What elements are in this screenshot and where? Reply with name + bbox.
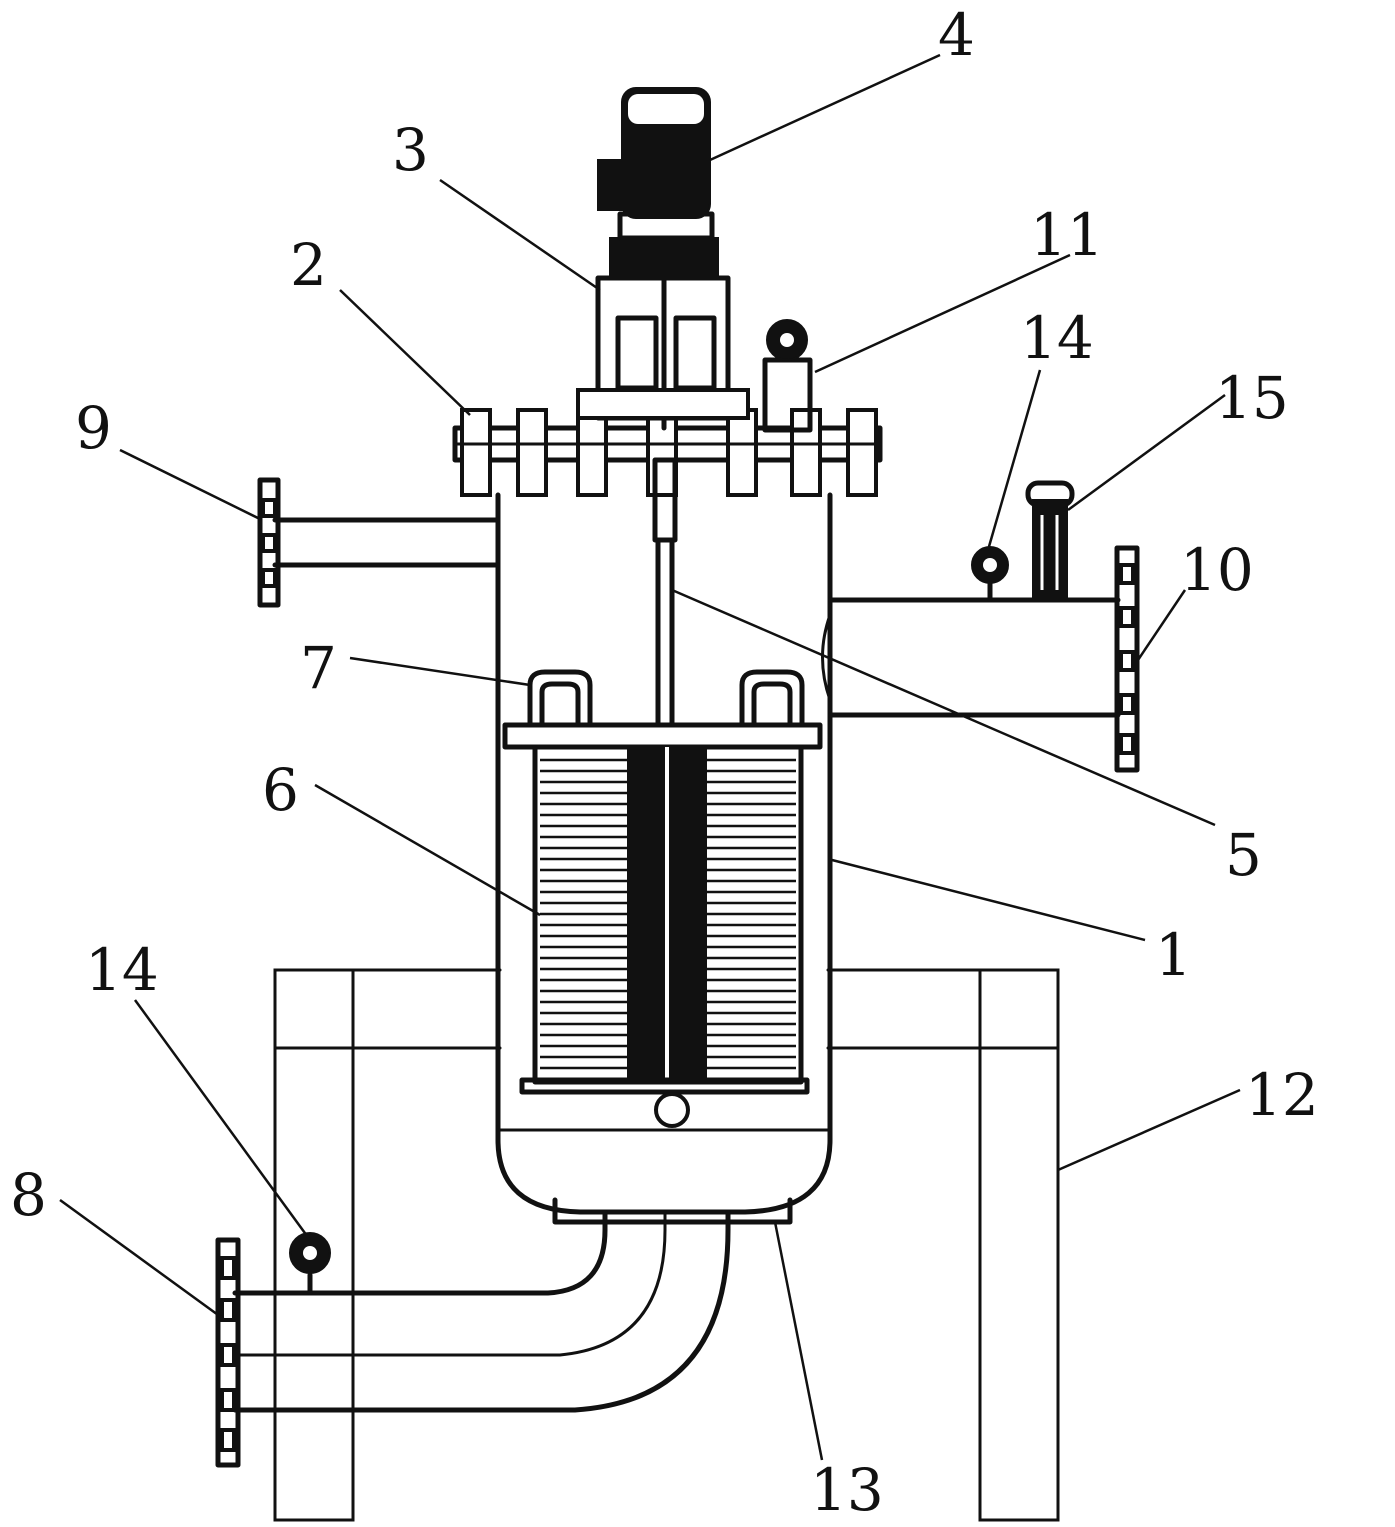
part-labels: 1 2 3 4 5 6 7 8 9 10 11 12 13 14 14 15 — [10, 1, 1319, 1524]
leader-lines — [59, 53, 1241, 1461]
label-9: 9 — [75, 394, 112, 462]
label-3: 3 — [392, 116, 429, 184]
drive-bracket — [576, 237, 750, 431]
top-flange — [452, 408, 883, 497]
label-11: 11 — [1030, 201, 1104, 269]
outlet-pipe-right — [821, 545, 1140, 773]
label-7: 7 — [300, 634, 337, 702]
inlet-flange-bolts — [220, 1256, 236, 1452]
motor — [597, 87, 715, 241]
outlet-pipe-left — [257, 477, 501, 608]
label-10: 10 — [1180, 536, 1254, 604]
label-6: 6 — [262, 756, 299, 824]
drive-shaft — [652, 457, 678, 728]
label-2: 2 — [290, 231, 327, 299]
label-5: 5 — [1225, 821, 1262, 889]
pressure-gauge-inlet — [289, 1232, 331, 1296]
label-1: 1 — [1155, 921, 1192, 989]
inlet-pipe — [215, 1209, 731, 1468]
label-13: 13 — [810, 1456, 884, 1524]
exhaust-valve — [1025, 480, 1075, 601]
label-15: 15 — [1215, 364, 1289, 432]
filter-fins — [540, 758, 796, 1070]
pressure-gauge-outlet — [971, 546, 1009, 603]
label-14-inlet: 14 — [85, 936, 159, 1004]
filter-housing — [495, 492, 833, 1215]
cartridge-top-plate — [502, 722, 823, 750]
drain-collar — [552, 1197, 793, 1225]
vent-valve-top — [762, 319, 813, 433]
label-4: 4 — [938, 1, 975, 69]
label-12: 12 — [1245, 1061, 1319, 1129]
support-frame — [273, 968, 1060, 1522]
lifting-lugs — [527, 669, 805, 728]
label-14-outlet: 14 — [1020, 304, 1094, 372]
label-8: 8 — [10, 1161, 47, 1229]
filter-element — [519, 744, 810, 1128]
